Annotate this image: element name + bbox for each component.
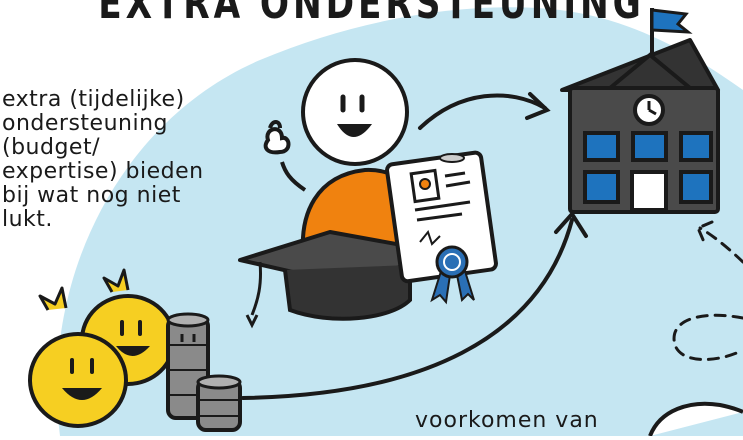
page-title: EXTRA ONDERSTEUNING — [98, 0, 645, 29]
description-line: lukt. — [2, 207, 53, 232]
description-line: extra (tijdelijke) — [2, 87, 185, 112]
flag-icon — [650, 8, 693, 55]
rosette-icon — [430, 245, 475, 305]
arrow-icon — [672, 220, 743, 361]
arrow-icon — [241, 210, 588, 400]
coin-character-icon — [28, 286, 128, 428]
description-line: bij wat nog niet — [2, 183, 181, 208]
diploma-icon — [385, 150, 498, 284]
description-line: expertise) bieden — [2, 159, 204, 184]
description-line: ondersteuning — [2, 111, 168, 136]
coin-stack-icon — [166, 312, 242, 432]
clock-icon — [633, 94, 665, 126]
student-figure — [238, 58, 498, 329]
description-line: (budget/ — [2, 135, 100, 160]
bottom-caption: voorkomen van — [415, 408, 599, 433]
partial-figure — [648, 401, 743, 437]
description-text: extra (tijdelijke) ondersteuning (budget… — [2, 88, 237, 232]
school-icon — [560, 8, 720, 214]
arrow-icon — [418, 92, 551, 130]
